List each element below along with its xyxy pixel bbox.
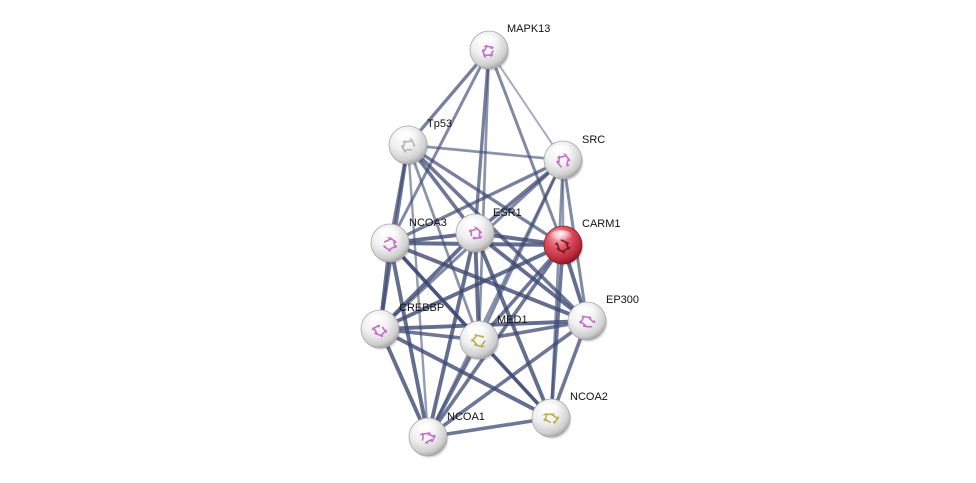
node-tp53[interactable] xyxy=(388,125,429,166)
node-label-crebbp: CREBBP xyxy=(399,302,444,314)
node-highlight xyxy=(538,403,560,415)
node-highlight xyxy=(476,35,498,47)
edge-mapk13-tp53[interactable] xyxy=(406,48,491,147)
edge-ncoa3-ncoa1[interactable] xyxy=(388,241,430,439)
node-label-tp53: Tp53 xyxy=(427,118,452,130)
node-label-ncoa1: NCOA1 xyxy=(447,411,485,423)
node-med1[interactable] xyxy=(459,320,500,361)
edge-crebbp-ncoa1[interactable] xyxy=(378,327,430,439)
node-highlight xyxy=(462,218,484,230)
node-src[interactable] xyxy=(543,140,584,181)
node-label-carm1: CARM1 xyxy=(582,218,621,230)
edge-esr1-crebbp[interactable] xyxy=(378,231,477,331)
node-highlight xyxy=(574,306,596,318)
node-highlight xyxy=(415,422,437,434)
node-label-med1: MED1 xyxy=(497,314,528,326)
protein-structure-icon xyxy=(419,432,436,444)
node-highlight xyxy=(466,325,488,337)
node-label-src: SRC xyxy=(582,134,605,146)
node-label-ep300: EP300 xyxy=(606,294,639,306)
node-label-ncoa2: NCOA2 xyxy=(570,391,608,403)
edge-carm1-ncoa2[interactable] xyxy=(549,243,565,420)
node-mapk13[interactable] xyxy=(469,30,510,71)
node-label-mapk13: MAPK13 xyxy=(507,23,550,35)
protein-structure-icon xyxy=(468,226,483,240)
node-crebbp[interactable] xyxy=(360,309,401,350)
edge-ep300-ncoa1[interactable] xyxy=(426,319,589,439)
edge-mapk13-src[interactable] xyxy=(488,49,564,161)
protein-structure-icon xyxy=(555,239,571,254)
node-carm1[interactable] xyxy=(543,225,584,266)
edge-mapk13-carm1[interactable] xyxy=(487,48,565,247)
node-label-esr1: ESR1 xyxy=(493,207,522,219)
node-highlight xyxy=(395,130,417,142)
edge-src-ncoa3[interactable] xyxy=(388,158,565,245)
node-ncoa1[interactable] xyxy=(408,417,449,458)
node-highlight xyxy=(550,145,572,157)
edge-esr1-ep300[interactable] xyxy=(473,231,589,323)
node-ncoa2[interactable] xyxy=(531,398,572,439)
node-ep300[interactable] xyxy=(567,301,608,342)
edge-tp53-carm1[interactable] xyxy=(406,143,565,247)
node-highlight xyxy=(550,230,572,242)
node-highlight xyxy=(377,228,399,240)
edge-esr1-ncoa1[interactable] xyxy=(426,231,477,439)
edge-crebbp-ncoa2[interactable] xyxy=(378,327,553,420)
edge-ncoa3-ep300[interactable] xyxy=(388,241,589,323)
node-label-ncoa3: NCOA3 xyxy=(409,217,447,229)
edge-tp53-src[interactable] xyxy=(406,143,565,162)
node-highlight xyxy=(367,314,389,326)
node-esr1[interactable] xyxy=(455,213,496,254)
edge-carm1-crebbp[interactable] xyxy=(378,243,565,331)
edge-mapk13-ncoa3[interactable] xyxy=(388,48,491,245)
node-ncoa3[interactable] xyxy=(370,223,411,264)
protein-structure-icon xyxy=(372,324,388,337)
edge-ncoa2-ncoa1[interactable] xyxy=(426,416,553,439)
